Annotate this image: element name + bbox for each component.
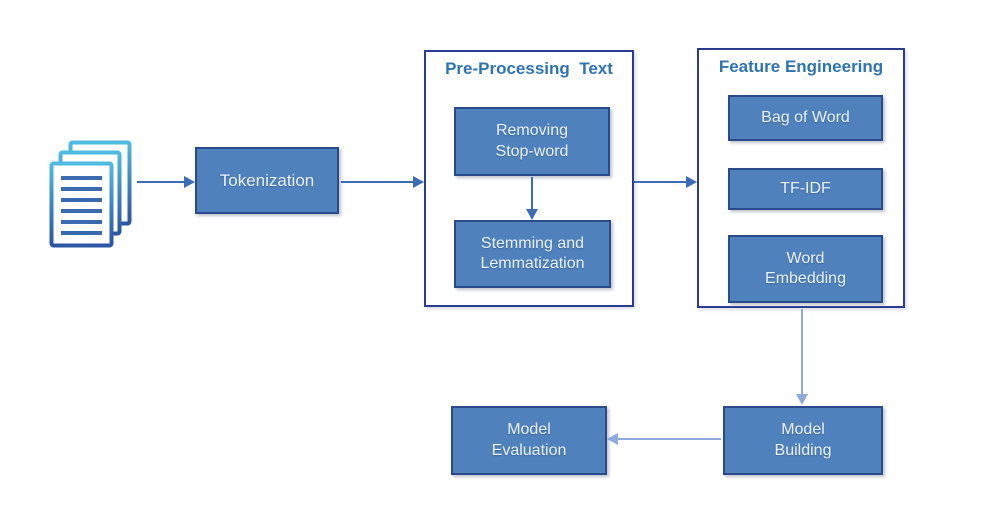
preprocessing-panel: Pre-Processing Text Removing Stop-word S…	[424, 50, 634, 307]
arrow-documents-to-tokenization	[137, 176, 195, 188]
tokenization-box: Tokenization	[195, 147, 339, 214]
bag-of-word-box: Bag of Word	[728, 95, 883, 141]
documents-icon	[49, 140, 133, 248]
word-embedding-label: Word Embedding	[765, 249, 846, 287]
documents-icon-svg	[49, 140, 132, 248]
feature-engineering-panel: Feature Engineering Bag of Word TF-IDF W…	[697, 48, 905, 308]
arrow-preprocessing-to-feature	[634, 176, 697, 188]
tf-idf-label: TF-IDF	[780, 179, 831, 197]
arrow-stopword-to-stemming	[526, 177, 538, 220]
bag-of-word-label: Bag of Word	[761, 108, 850, 126]
arrow-building-to-evaluation	[607, 433, 721, 445]
removing-stopword-box: Removing Stop-word	[454, 107, 610, 176]
model-evaluation-box: Model Evaluation	[451, 406, 607, 475]
arrow-tokenization-to-preprocessing	[341, 176, 424, 188]
stemming-lemmatization-box: Stemming and Lemmatization	[454, 220, 611, 288]
feature-engineering-panel-title: Feature Engineering	[718, 57, 884, 76]
tokenization-label: Tokenization	[219, 170, 315, 190]
stemming-lemmatization-label: Stemming and Lemmatization	[480, 234, 585, 272]
removing-stopword-label: Removing Stop-word	[495, 122, 569, 160]
model-building-box: Model Building	[723, 406, 883, 475]
preprocessing-panel-title: Pre-Processing Text	[445, 59, 613, 78]
model-building-label: Model Building	[774, 421, 832, 459]
word-embedding-box: Word Embedding	[728, 235, 883, 303]
tf-idf-box: TF-IDF	[728, 168, 883, 210]
model-evaluation-label: Model Evaluation	[491, 421, 567, 459]
arrow-feature-to-model-building	[796, 309, 808, 405]
